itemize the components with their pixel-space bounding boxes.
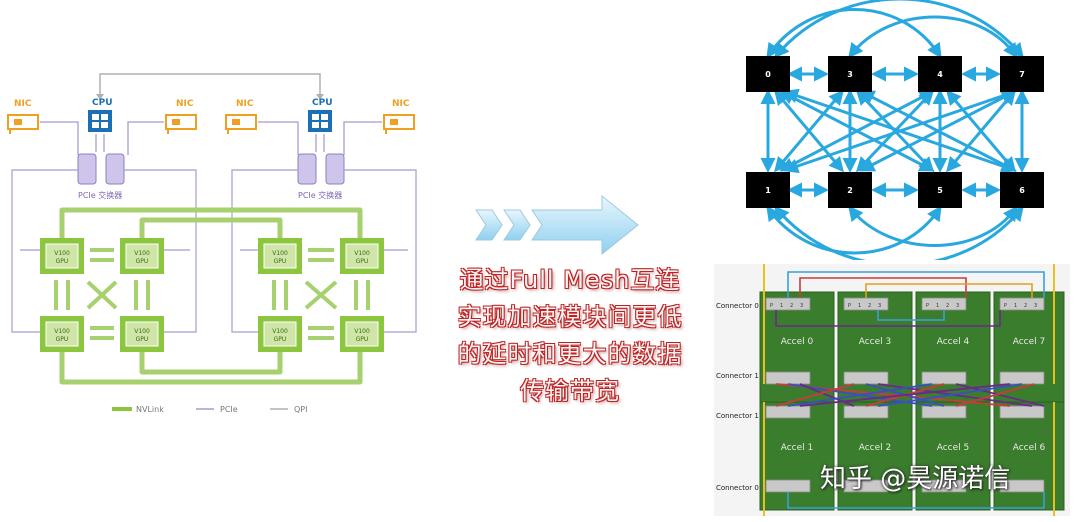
mesh-node xyxy=(1000,56,1044,92)
accel-label: Accel 5 xyxy=(937,443,970,453)
nic-icon xyxy=(225,114,257,134)
mesh-node-label: 3 xyxy=(847,70,853,79)
connector-label: Connector 1 xyxy=(716,412,759,420)
mesh-node-label: 7 xyxy=(1019,70,1025,79)
gpu-label: GPU xyxy=(274,258,287,265)
pin-label: 3 xyxy=(956,303,959,309)
mesh-node-label: 6 xyxy=(1019,186,1025,195)
mesh-node xyxy=(918,172,962,208)
gpu-label: V100 xyxy=(54,250,70,257)
caption-line: 的延时和更大的数据 xyxy=(457,340,683,368)
gpu-chip xyxy=(120,316,164,352)
pin-label: 1 xyxy=(780,303,783,309)
cpu-icon xyxy=(308,110,332,132)
mesh-node-label: 5 xyxy=(937,186,943,195)
mesh-node xyxy=(746,172,790,208)
gpu-label: V100 xyxy=(134,328,150,335)
full-mesh-diagram: 0 3 4 7 1 2 5 6 xyxy=(746,0,1044,260)
caption-line: 通过Full Mesh互连 xyxy=(459,266,681,294)
mesh-node xyxy=(828,56,872,92)
gpu-chip xyxy=(340,316,384,352)
cpu-label: CPU xyxy=(92,98,113,108)
dgx-topology-diagram: NIC NIC NIC NIC CPU CPU PCIe 交换器 PCIe 交换… xyxy=(7,73,417,414)
mesh-node-label: 2 xyxy=(847,186,853,195)
nic-icon xyxy=(165,114,197,134)
gpu-chip xyxy=(40,238,84,274)
legend-label: PCIe xyxy=(220,405,238,414)
gpu-label: GPU xyxy=(56,336,69,343)
pin-label: 1 xyxy=(1014,303,1017,309)
gpu-chip xyxy=(258,238,302,274)
gpu-label: GPU xyxy=(56,258,69,265)
pin-label: P xyxy=(848,303,851,309)
gpu-label: V100 xyxy=(272,250,288,257)
pin-label: 3 xyxy=(1034,303,1037,309)
accel-label: Accel 4 xyxy=(937,337,970,347)
caption-line: 传输带宽 xyxy=(520,377,620,405)
gpu-label: GPU xyxy=(136,336,149,343)
gpu-label: V100 xyxy=(134,250,150,257)
gpu-chip xyxy=(340,238,384,274)
gpu-chip xyxy=(258,316,302,352)
pcie-switch-label: PCIe 交换器 xyxy=(298,190,342,200)
caption-text: 通过Full Mesh互连 实现加速模块间更低 的延时和更大的数据 传输带宽 xyxy=(428,262,712,410)
mesh-node-label: 4 xyxy=(937,70,943,79)
watermark: 知乎 @昊源诺信 xyxy=(820,464,1011,494)
cpu-icon xyxy=(88,110,112,132)
pin-label: P xyxy=(1004,303,1007,309)
gpu-label: GPU xyxy=(136,258,149,265)
pcie-switch xyxy=(77,153,125,185)
mesh-node xyxy=(918,56,962,92)
pin-label: 3 xyxy=(878,303,881,309)
gpu-label: V100 xyxy=(354,250,370,257)
pcie-switch xyxy=(297,153,345,185)
accel-label: Accel 7 xyxy=(1013,337,1046,347)
gpu-label: V100 xyxy=(354,328,370,335)
mesh-node-label: 0 xyxy=(765,70,771,79)
pin-label: 2 xyxy=(1024,303,1027,309)
nic-label: NIC xyxy=(236,99,254,109)
gpu-label: GPU xyxy=(356,336,369,343)
qpi-link xyxy=(99,73,321,100)
nic-label: NIC xyxy=(392,99,410,109)
gpu-label: V100 xyxy=(54,328,70,335)
cpu-label: CPU xyxy=(312,98,333,108)
pin-label: 2 xyxy=(946,303,949,309)
accel-label: Accel 2 xyxy=(859,443,892,453)
connector-label: Connector 0 xyxy=(716,302,759,310)
gpu-label: V100 xyxy=(272,328,288,335)
mesh-node xyxy=(746,56,790,92)
accel-label: Accel 0 xyxy=(781,337,814,347)
pin-label: 2 xyxy=(790,303,793,309)
pin-label: 1 xyxy=(936,303,939,309)
pcie-switch-label: PCIe 交换器 xyxy=(78,190,122,200)
pin-label: 2 xyxy=(868,303,871,309)
gpu-label: GPU xyxy=(274,336,287,343)
nic-label: NIC xyxy=(176,99,194,109)
gpu-chip xyxy=(40,316,84,352)
mesh-node xyxy=(1000,172,1044,208)
nic-icon xyxy=(383,114,415,134)
legend-label: NVLink xyxy=(136,405,164,414)
gpu-chip xyxy=(120,238,164,274)
accel-label: Accel 1 xyxy=(781,443,814,453)
connector-label: Connector 0 xyxy=(716,484,759,492)
gpu-label: GPU xyxy=(356,258,369,265)
pin-label: P xyxy=(770,303,773,309)
mesh-node xyxy=(828,172,872,208)
nic-icon xyxy=(7,114,39,134)
nic-label: NIC xyxy=(14,99,32,109)
legend: NVLink PCIe QPI xyxy=(112,405,307,414)
accel-label: Accel 3 xyxy=(859,337,892,347)
mesh-node-label: 1 xyxy=(765,186,771,195)
right-arrow-icon xyxy=(475,194,639,256)
connector-label: Connector 1 xyxy=(716,372,759,380)
pin-label: 3 xyxy=(800,303,803,309)
caption-line: 实现加速模块间更低 xyxy=(457,303,683,331)
accel-label: Accel 6 xyxy=(1013,443,1046,453)
legend-label: QPI xyxy=(294,405,307,414)
pin-label: 1 xyxy=(858,303,861,309)
pin-label: P xyxy=(926,303,929,309)
